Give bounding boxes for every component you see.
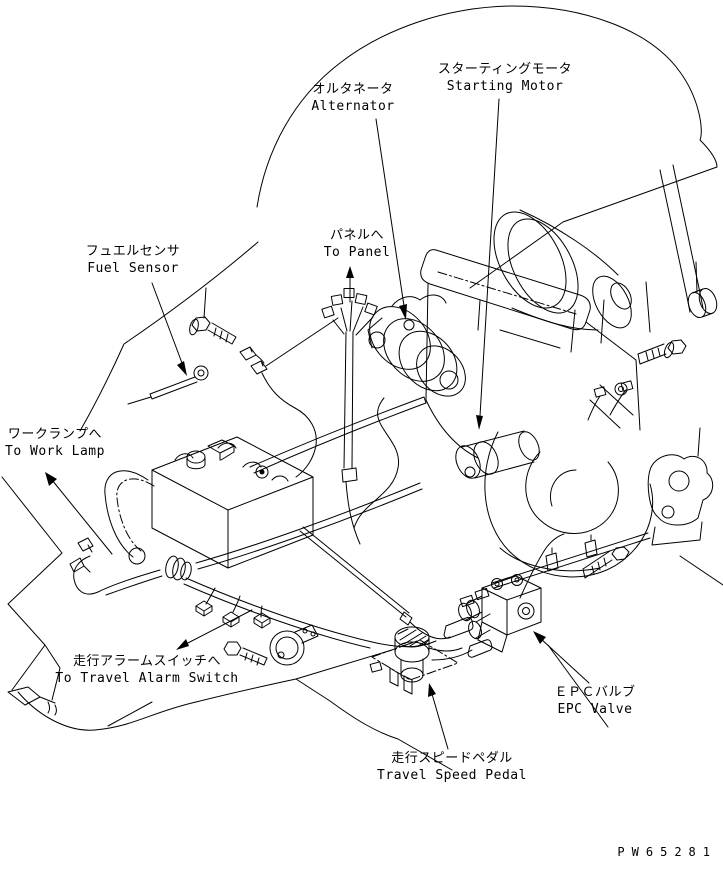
label-to-work-lamp: ワークランプへ To Work Lamp [5, 427, 105, 460]
hood-outline [256, 5, 718, 289]
to-travel-alarm-leader [183, 609, 253, 646]
harness-trunk-upper [195, 482, 423, 570]
epc-valve-part [458, 574, 542, 653]
alternator-leader [375, 118, 405, 307]
harness-connectors [195, 600, 271, 629]
label-alternator-jp: オルタネータ [312, 82, 394, 97]
fuel-sensor-terminal [127, 365, 209, 405]
engine-right-connectors [593, 380, 634, 398]
label-epc-valve: ＥＰＣバルブ EPC Valve [554, 685, 635, 718]
left-corner-fork [7, 686, 57, 716]
wire-clip-2 [584, 534, 598, 558]
travel-alarm-horn [223, 624, 319, 666]
label-travel-speed-pedal-en: Travel Speed Pedal [377, 767, 527, 783]
battery-box [151, 436, 314, 569]
label-epc-valve-en: EPC Valve [557, 701, 633, 717]
fuel-pump [647, 454, 714, 546]
epc-valve-arrowhead [533, 631, 546, 644]
to-work-lamp-arrowhead [45, 472, 57, 486]
label-fuel-sensor: フュエルセンサ Fuel Sensor [86, 244, 181, 277]
label-to-panel-en: To Panel [323, 244, 391, 260]
bolt-right-lower [582, 546, 630, 579]
travel-speed-pedal-arrowhead [428, 683, 436, 697]
branch-wires [205, 587, 263, 618]
valve-cover [420, 249, 591, 331]
to-work-lamp-leader [51, 479, 113, 555]
label-fuel-sensor-en: Fuel Sensor [87, 260, 179, 276]
travel-speed-pedal-leader [431, 693, 449, 750]
label-to-work-lamp-en: To Work Lamp [5, 443, 105, 459]
to-panel-arrowhead [346, 266, 354, 278]
label-fuel-sensor-jp: フュエルセンサ [85, 244, 181, 259]
engine-callout-stubs [570, 261, 701, 457]
harness-bundle [341, 331, 361, 545]
alternator-part [367, 294, 466, 397]
capsule-connector-2 [467, 639, 493, 658]
bolt-top-right [637, 339, 687, 365]
muffler-cylinder [493, 209, 632, 331]
label-to-work-lamp-jp: ワークランプへ [7, 427, 103, 442]
machine-body-outline [1, 5, 723, 771]
fork-terminals [239, 317, 339, 478]
label-to-travel-alarm-switch: 走行アラームスイッチへ To Travel Alarm Switch [55, 654, 238, 687]
to-panel-harness [321, 288, 378, 545]
washer-ring [614, 382, 628, 396]
battery-handle [104, 470, 155, 565]
spacer-cylinder [687, 287, 718, 319]
label-starting-motor-jp: スターティングモータ [437, 62, 573, 77]
starting-motor-arrowhead [476, 415, 483, 430]
label-to-panel-jp: パネルへ [329, 228, 384, 243]
horn-bolt [223, 641, 268, 666]
fuel-sensor-leader [151, 282, 183, 364]
leaders [45, 98, 590, 750]
label-to-travel-alarm-switch-jp: 走行アラームスイッチへ [72, 654, 222, 669]
label-starting-motor: スターティングモータ Starting Motor [438, 62, 572, 95]
hardware [189, 287, 718, 579]
harness-connector-cluster [321, 288, 378, 336]
battery-cable [249, 396, 427, 474]
engine [367, 209, 701, 578]
travel-speed-pedal-part [369, 626, 463, 695]
label-to-panel: パネルへ To Panel [324, 228, 391, 261]
epc-connectors [459, 587, 490, 608]
wire-clip-1 [545, 547, 559, 572]
floor-outline [17, 649, 453, 771]
main-wiring-harness [69, 380, 651, 661]
engine-block [425, 283, 641, 459]
harness-trunk-lower [183, 577, 437, 649]
starting-motor-part [455, 430, 540, 479]
engine-right-wires [587, 389, 627, 421]
fuel-sensor-arrowhead [177, 361, 187, 376]
epc-valve-leader [539, 637, 590, 684]
pedal-wire [431, 649, 473, 661]
to-travel-alarm-arrowhead [176, 639, 189, 650]
flywheel-housing [484, 431, 654, 578]
work-lamp-terminals [69, 537, 94, 573]
label-epc-valve-jp: ＥＰＣバルブ [554, 685, 636, 700]
label-alternator-en: Alternator [311, 98, 395, 114]
battery [104, 396, 427, 569]
label-travel-speed-pedal: 走行スピードペダル Travel Speed Pedal [377, 751, 527, 784]
lower-cable-run [491, 532, 651, 589]
grommet [165, 555, 192, 581]
left-door-lines [1, 476, 63, 701]
drawing-number: PW65281 [617, 845, 717, 859]
battery-top-details [174, 439, 289, 482]
label-starting-motor-en: Starting Motor [446, 78, 564, 94]
cable-rod [299, 526, 413, 626]
right-floor-lines [547, 555, 723, 728]
work-lamp-wires [73, 555, 163, 596]
hood-pillar [659, 164, 704, 313]
label-travel-speed-pedal-jp: 走行スピードペダル [391, 751, 513, 766]
label-alternator: オルタネータ Alternator [311, 82, 394, 115]
alternator-arrowhead [399, 304, 407, 320]
starting-motor-leader [479, 98, 500, 417]
label-to-travel-alarm-switch-en: To Travel Alarm Switch [55, 670, 239, 686]
bolt-fuel-sensor-area [189, 287, 237, 345]
alternator-pigtail-wire [353, 397, 400, 529]
left-body-curve [79, 241, 259, 432]
